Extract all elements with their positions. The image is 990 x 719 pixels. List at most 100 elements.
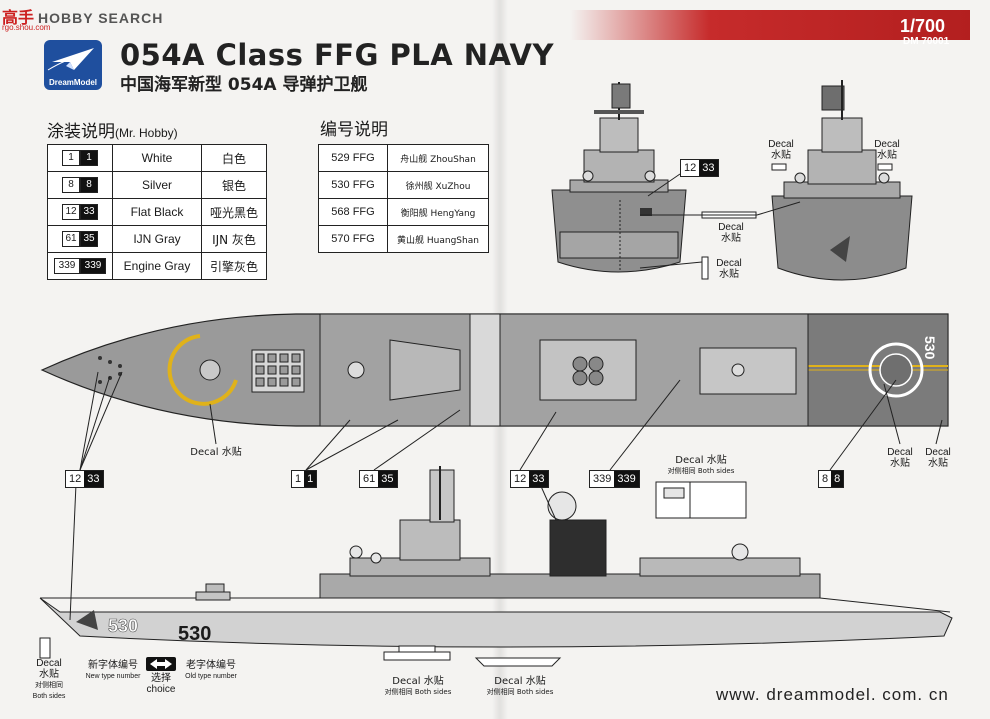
code-chip-dark: 339	[80, 258, 106, 274]
hull-number: 570 FFG	[318, 225, 388, 253]
hull-number: 530 FFG	[318, 171, 388, 199]
decal-text-cn: 水贴	[890, 458, 910, 469]
callout-code-dark: 33	[529, 471, 548, 487]
decal-text: Decal	[768, 139, 794, 150]
decal-text: Decal 水贴	[675, 455, 727, 466]
code-chip-dark: 1	[80, 150, 98, 166]
watermark-en: HOBBY SEARCH	[38, 10, 164, 26]
callout-code-dark: 33	[84, 471, 103, 487]
callout-code-dark: 35	[378, 471, 397, 487]
decal-text: Decal	[887, 447, 913, 458]
both-sides-cn: 对侧相同	[35, 681, 63, 689]
decal-text-cn: 水贴	[721, 233, 741, 244]
watermark-url: rgo.shou.com	[2, 23, 51, 32]
old-type-en: Old type number	[185, 673, 237, 680]
both-sides-text: 对侧相同 Both sides	[384, 688, 452, 696]
leader-lines	[69, 371, 943, 621]
ship-name: 黄山舰 HuangShan	[387, 225, 489, 253]
decal-label-hangar: Decal 水贴对侧相同 Both sides	[656, 455, 746, 477]
decal-text-cn: 水贴	[719, 269, 739, 280]
old-type-cn: 老字体编号	[186, 660, 236, 671]
decal-text: Decal	[716, 258, 742, 269]
footer-url: www. dreammodel. com. cn	[716, 685, 949, 704]
decal-text: Decal	[718, 222, 744, 233]
paint-guide-title: 涂装说明	[47, 122, 115, 142]
paint-name: Flat Black	[112, 198, 202, 226]
paint-name-cn: 银色	[201, 171, 267, 199]
callout-code-light: 12	[514, 473, 527, 485]
code-chip-light: 339	[54, 258, 80, 274]
catalog-number: DM 70001	[903, 36, 950, 47]
watermark-cn: 高手	[2, 8, 35, 27]
decal-text-cn: 水贴	[771, 150, 791, 161]
both-sides-en: Both sides	[32, 693, 66, 700]
callout-code-light: 339	[593, 473, 612, 485]
decal-text: Decal 水贴	[494, 676, 546, 687]
hull-number: 529 FFG	[318, 144, 388, 172]
callout-code-light: 1	[295, 473, 302, 485]
page-title: 054A Class FFG PLA NAVY	[120, 38, 554, 72]
callout-code-light: 12	[69, 473, 82, 485]
code-chip-light: 61	[62, 231, 80, 247]
new-type-en: New type number	[85, 673, 141, 680]
paint-guide-heading: 涂装说明(Mr. Hobby)	[47, 117, 178, 142]
plan-view	[40, 313, 949, 427]
callout-code-dark: 33	[699, 160, 718, 176]
brand-logo: DreamModel	[44, 40, 102, 90]
callout-code-dark: 339	[614, 471, 639, 487]
decal-label-side-2: Decal 水贴对侧相同 Both sides	[472, 676, 568, 698]
callout-code-dark: 1	[304, 471, 317, 487]
ship-name: 衡阳舰 HengYang	[387, 198, 489, 226]
stern-view	[551, 82, 687, 273]
scale-label: 1/700	[900, 16, 946, 36]
deck-number: 530	[922, 336, 938, 360]
hull-number-new: 530	[108, 616, 138, 636]
ship-name: 徐州舰 XuZhou	[387, 171, 489, 199]
paint-name-cn: 哑光黑色	[201, 198, 267, 226]
bow-view	[771, 80, 913, 281]
code-chip-dark: 8	[80, 177, 98, 193]
callout-code-dark: 8	[831, 471, 844, 487]
paint-brand: (Mr. Hobby)	[115, 126, 178, 140]
hull-number-old: 530	[178, 623, 211, 645]
logo-text: DreamModel	[48, 78, 97, 87]
callout-code-light: 61	[363, 473, 376, 485]
paint-name-cn: 引擎灰色	[201, 252, 267, 280]
both-sides-text: 对侧相同 Both sides	[667, 467, 735, 475]
decal-text: Decal 水贴	[392, 676, 444, 687]
decal-text: Decal	[874, 139, 900, 150]
decal-text-cn: 水贴	[39, 669, 59, 680]
page-subtitle: 中国海军新型 054A 导弹护卫舰	[120, 75, 368, 95]
header-red-band	[570, 10, 970, 40]
decal-label-turret: Decal 水贴	[190, 447, 242, 458]
both-sides-text: 对侧相同 Both sides	[486, 688, 554, 696]
code-chip-light: 8	[62, 177, 80, 193]
side-profile	[39, 466, 953, 648]
select-cn: 选择	[151, 673, 171, 684]
paint-name: Silver	[112, 171, 202, 199]
decal-text: Decal	[36, 658, 62, 669]
old-type-label: 老字体编号 Old type number	[176, 660, 246, 682]
